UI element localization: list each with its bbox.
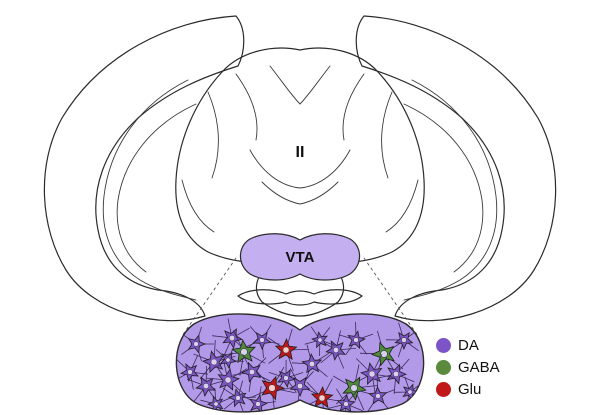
- da-neuron-process: [193, 339, 236, 381]
- da-neuron-nucleus: [228, 334, 236, 342]
- gaba-neuron-process: [333, 364, 378, 411]
- da-neuron-process: [304, 326, 336, 357]
- da-neuron-nucleus: [255, 401, 261, 407]
- gaba-neuron-nucleus: [380, 350, 388, 358]
- da-neuron-nucleus: [224, 376, 232, 384]
- da-neuron-process: [268, 359, 304, 393]
- da-neuron-nucleus: [308, 360, 316, 368]
- glu-neuron-nucleus: [282, 346, 290, 354]
- legend-swatch-gaba: [436, 359, 451, 375]
- legend-swatch-glu: [436, 381, 451, 397]
- da-neuron-process: [338, 321, 374, 356]
- lower-structure: [237, 289, 363, 306]
- right-lobe-inner: [403, 79, 498, 301]
- left-lobe-inner: [102, 79, 197, 301]
- da-neuron-nucleus: [375, 393, 381, 399]
- midbrain-outline: [175, 47, 425, 317]
- da-neuron-nucleus: [407, 389, 413, 395]
- glu-neuron-nucleus: [268, 384, 276, 392]
- da-neuron-nucleus: [392, 370, 400, 378]
- legend-swatch-da: [436, 337, 451, 353]
- da-neuron-process: [393, 376, 424, 408]
- vta-region: [239, 233, 361, 281]
- legend-label-da: DA: [458, 336, 479, 354]
- da-neuron-process: [352, 354, 394, 396]
- da-neuron-process: [222, 380, 257, 412]
- legend-item-gaba: GABA: [436, 356, 556, 378]
- glu-neuron-process: [267, 328, 309, 371]
- da-neuron-nucleus: [283, 375, 289, 381]
- da-neuron-nucleus: [225, 357, 231, 363]
- neuron-cluster: [176, 318, 424, 412]
- da-neuron-nucleus: [368, 370, 376, 378]
- da-neuron-process: [213, 345, 244, 376]
- da-neuron-nucleus: [193, 341, 199, 347]
- da-neuron-nucleus: [343, 401, 349, 407]
- da-neuron-nucleus: [202, 382, 210, 390]
- da-neuron-process: [176, 355, 208, 390]
- gaba-neuron-process: [359, 330, 405, 377]
- zoom-line-right: [363, 257, 419, 337]
- da-neuron-process: [318, 330, 356, 369]
- midbrain-inner-lines: [181, 65, 419, 233]
- glu-neuron-nucleus: [318, 394, 326, 402]
- da-neuron-nucleus: [187, 369, 193, 375]
- vta-zoom: [175, 313, 425, 413]
- zoom-line-left: [181, 257, 237, 337]
- da-neuron-process: [187, 365, 226, 403]
- glu-neuron-process: [249, 366, 296, 412]
- gaba-neuron-nucleus: [240, 348, 248, 356]
- left-lobe-outline: [43, 15, 245, 322]
- da-neuron-process: [328, 388, 363, 412]
- da-neuron-process: [385, 322, 419, 358]
- da-neuron-process: [232, 354, 271, 392]
- legend-label-glu: Glu: [458, 380, 482, 398]
- da-neuron-process: [212, 318, 250, 357]
- da-neuron-nucleus: [235, 395, 241, 401]
- da-neuron-nucleus: [332, 346, 340, 354]
- legend-item-da: DA: [436, 334, 556, 356]
- da-neuron-nucleus: [401, 337, 407, 343]
- ventricle-label: II: [296, 144, 305, 161]
- da-neuron-nucleus: [259, 337, 265, 343]
- da-neuron-nucleus: [248, 368, 256, 376]
- right-lobe-outline: [355, 15, 557, 322]
- gaba-neuron-nucleus: [350, 384, 358, 392]
- vta-label: VTA: [286, 249, 315, 266]
- da-neuron-nucleus: [296, 382, 304, 390]
- da-neuron-process: [245, 324, 280, 358]
- legend-item-glu: Glu: [436, 378, 556, 400]
- da-neuron-nucleus: [210, 358, 218, 366]
- da-neuron-nucleus: [353, 337, 359, 343]
- da-neuron-process: [291, 344, 330, 383]
- da-neuron-process: [280, 368, 319, 406]
- da-neuron-process: [206, 358, 248, 401]
- da-neuron-nucleus: [317, 337, 323, 343]
- da-neuron-nucleus: [213, 401, 219, 407]
- legend-label-gaba: GABA: [458, 358, 500, 376]
- cell-type-legend: DA GABA Glu: [436, 334, 556, 400]
